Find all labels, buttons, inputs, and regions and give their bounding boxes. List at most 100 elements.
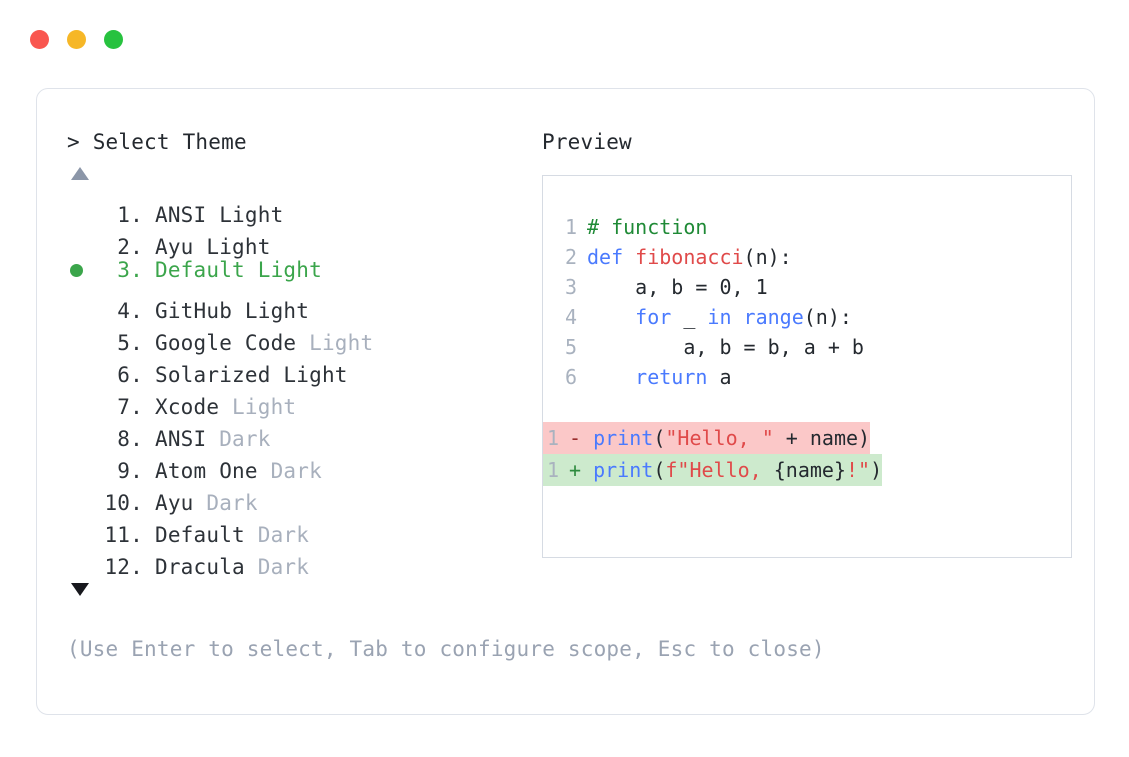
code-line: 6 return a bbox=[561, 362, 1071, 392]
theme-index: 3. bbox=[104, 258, 143, 282]
code-token-plain: ( bbox=[653, 426, 666, 450]
theme-name-cell: ANSI Dark bbox=[155, 423, 271, 455]
theme-index: 7. bbox=[104, 395, 143, 419]
maximize-button[interactable] bbox=[104, 30, 123, 49]
theme-index: 5. bbox=[104, 331, 143, 355]
theme-name: Solarized Light bbox=[155, 363, 348, 387]
code-token-str: "Hello, " bbox=[665, 426, 774, 450]
selection-indicator-cell bbox=[67, 255, 97, 287]
theme-list-item[interactable]: 11.Default Dark bbox=[67, 510, 537, 547]
selection-indicator-cell bbox=[67, 510, 97, 542]
diff-highlight: 1- print("Hello, " + name) bbox=[543, 422, 871, 454]
code-token-plain: (n): bbox=[803, 305, 852, 329]
code-token-plain: a bbox=[707, 365, 732, 389]
diff-highlight: 1+ print(f"Hello, {name}!") bbox=[543, 454, 883, 486]
line-number: 5 bbox=[564, 335, 577, 359]
window-traffic-lights bbox=[30, 30, 123, 49]
code-token-plain: {name} bbox=[773, 458, 846, 482]
code-token-comment: # function bbox=[587, 215, 708, 239]
line-number: 4 bbox=[564, 305, 577, 329]
theme-variant-tag: Dark bbox=[244, 555, 310, 579]
theme-name: Xcode bbox=[155, 395, 220, 419]
code-token-str: f"Hello, bbox=[665, 458, 774, 482]
theme-list-item[interactable]: 10.Ayu Dark bbox=[67, 478, 537, 515]
theme-list-item[interactable]: 2.Ayu Light bbox=[67, 222, 537, 259]
theme-index: 8. bbox=[104, 427, 143, 451]
theme-index: 6. bbox=[104, 363, 143, 387]
theme-list-item[interactable]: 1. ANSI Light bbox=[67, 190, 537, 227]
selection-indicator-cell bbox=[67, 542, 97, 574]
code-token-kw: in range bbox=[707, 305, 804, 329]
close-button[interactable] bbox=[30, 30, 49, 49]
theme-name: ANSI Light bbox=[155, 203, 284, 227]
theme-list-item[interactable]: 9.Atom One Dark bbox=[67, 446, 537, 483]
diff-line-minus: 1- print("Hello, " + name) bbox=[543, 422, 1071, 454]
selection-indicator-cell bbox=[67, 446, 97, 478]
theme-name: ANSI bbox=[155, 427, 207, 451]
card-content: > Select Theme 1. ANSI Light 2.Ayu Light … bbox=[37, 89, 1094, 714]
selection-indicator-cell bbox=[67, 286, 97, 318]
theme-name-cell: ANSI Light bbox=[155, 199, 283, 231]
code-token-str: !" bbox=[845, 458, 871, 482]
diff-sign: - bbox=[569, 426, 594, 450]
triangle-down-icon[interactable] bbox=[71, 583, 89, 596]
theme-index: 12. bbox=[104, 555, 143, 579]
theme-variant-tag: Dark bbox=[244, 523, 310, 547]
theme-name-cell: Ayu Dark bbox=[155, 487, 258, 519]
selection-indicator-cell bbox=[67, 414, 97, 446]
theme-name-cell: Google Code Light bbox=[155, 327, 373, 359]
theme-name-cell: Dracula Dark bbox=[155, 551, 309, 583]
theme-variant-tag: Light bbox=[219, 395, 297, 419]
theme-list-item[interactable]: 7. Xcode Light bbox=[67, 382, 537, 419]
code-token-plain: + name) bbox=[773, 426, 871, 450]
code-token-kw: print bbox=[593, 458, 654, 482]
code-line: 4 for _ in range(n): bbox=[561, 302, 1071, 332]
line-number: 3 bbox=[564, 275, 577, 299]
theme-index: 10. bbox=[104, 491, 143, 515]
selection-indicator-cell bbox=[67, 350, 97, 382]
selection-indicator-cell bbox=[67, 318, 97, 350]
selection-indicator-cell bbox=[67, 190, 97, 222]
line-number: 1 bbox=[546, 458, 559, 482]
preview-title: Preview bbox=[542, 130, 632, 154]
theme-name: Dracula bbox=[155, 555, 245, 579]
minimize-button[interactable] bbox=[67, 30, 86, 49]
selected-dot-icon bbox=[70, 264, 83, 277]
code-token-plain: a, b = 0, 1 bbox=[587, 275, 768, 299]
code-line: 1 # function bbox=[561, 212, 1071, 242]
code-token-kw: return bbox=[635, 365, 708, 389]
theme-list-item[interactable]: 4.GitHub Light bbox=[67, 286, 537, 323]
theme-index: 1. bbox=[104, 203, 143, 227]
theme-list-item[interactable]: 6. Solarized Light bbox=[67, 350, 537, 387]
code-token-fn: fibonacci bbox=[635, 245, 744, 269]
theme-variant-tag: Dark bbox=[206, 427, 271, 451]
theme-list-item[interactable]: 12. Dracula Dark bbox=[67, 542, 537, 579]
theme-list[interactable]: 1. ANSI Light 2.Ayu Light 3. Default Light… bbox=[67, 190, 537, 579]
selection-indicator-cell bbox=[67, 478, 97, 510]
prompt-caret-icon: > bbox=[67, 130, 93, 154]
line-number: 2 bbox=[564, 245, 577, 269]
diff-preview: 1- print("Hello, " + name)1+ print(f"Hel… bbox=[543, 422, 1071, 486]
theme-list-item[interactable]: 3. Default Light bbox=[67, 254, 537, 286]
theme-name-cell: Xcode Light bbox=[155, 391, 296, 423]
theme-name-cell: Ayu Light bbox=[155, 231, 271, 263]
theme-name-cell: Default Dark bbox=[155, 519, 309, 551]
prompt-header: > Select Theme bbox=[67, 129, 537, 155]
theme-name-cell: Atom One Dark bbox=[155, 455, 322, 487]
theme-name: GitHub Light bbox=[155, 299, 310, 323]
theme-list-item[interactable]: 5.Google Code Light bbox=[67, 318, 537, 355]
theme-list-item[interactable]: 8. ANSI Dark bbox=[67, 414, 537, 451]
selection-indicator-cell bbox=[67, 222, 97, 254]
line-number: 1 bbox=[564, 215, 577, 239]
selection-indicator-cell bbox=[67, 382, 97, 414]
triangle-up-icon[interactable] bbox=[71, 167, 89, 180]
keyboard-hint: (Use Enter to select, Tab to configure s… bbox=[67, 637, 825, 661]
theme-name: Ayu Light bbox=[155, 235, 271, 259]
line-number: 1 bbox=[546, 426, 559, 450]
theme-name-cell: Default Light bbox=[155, 254, 322, 286]
code-token-plain bbox=[587, 365, 635, 389]
